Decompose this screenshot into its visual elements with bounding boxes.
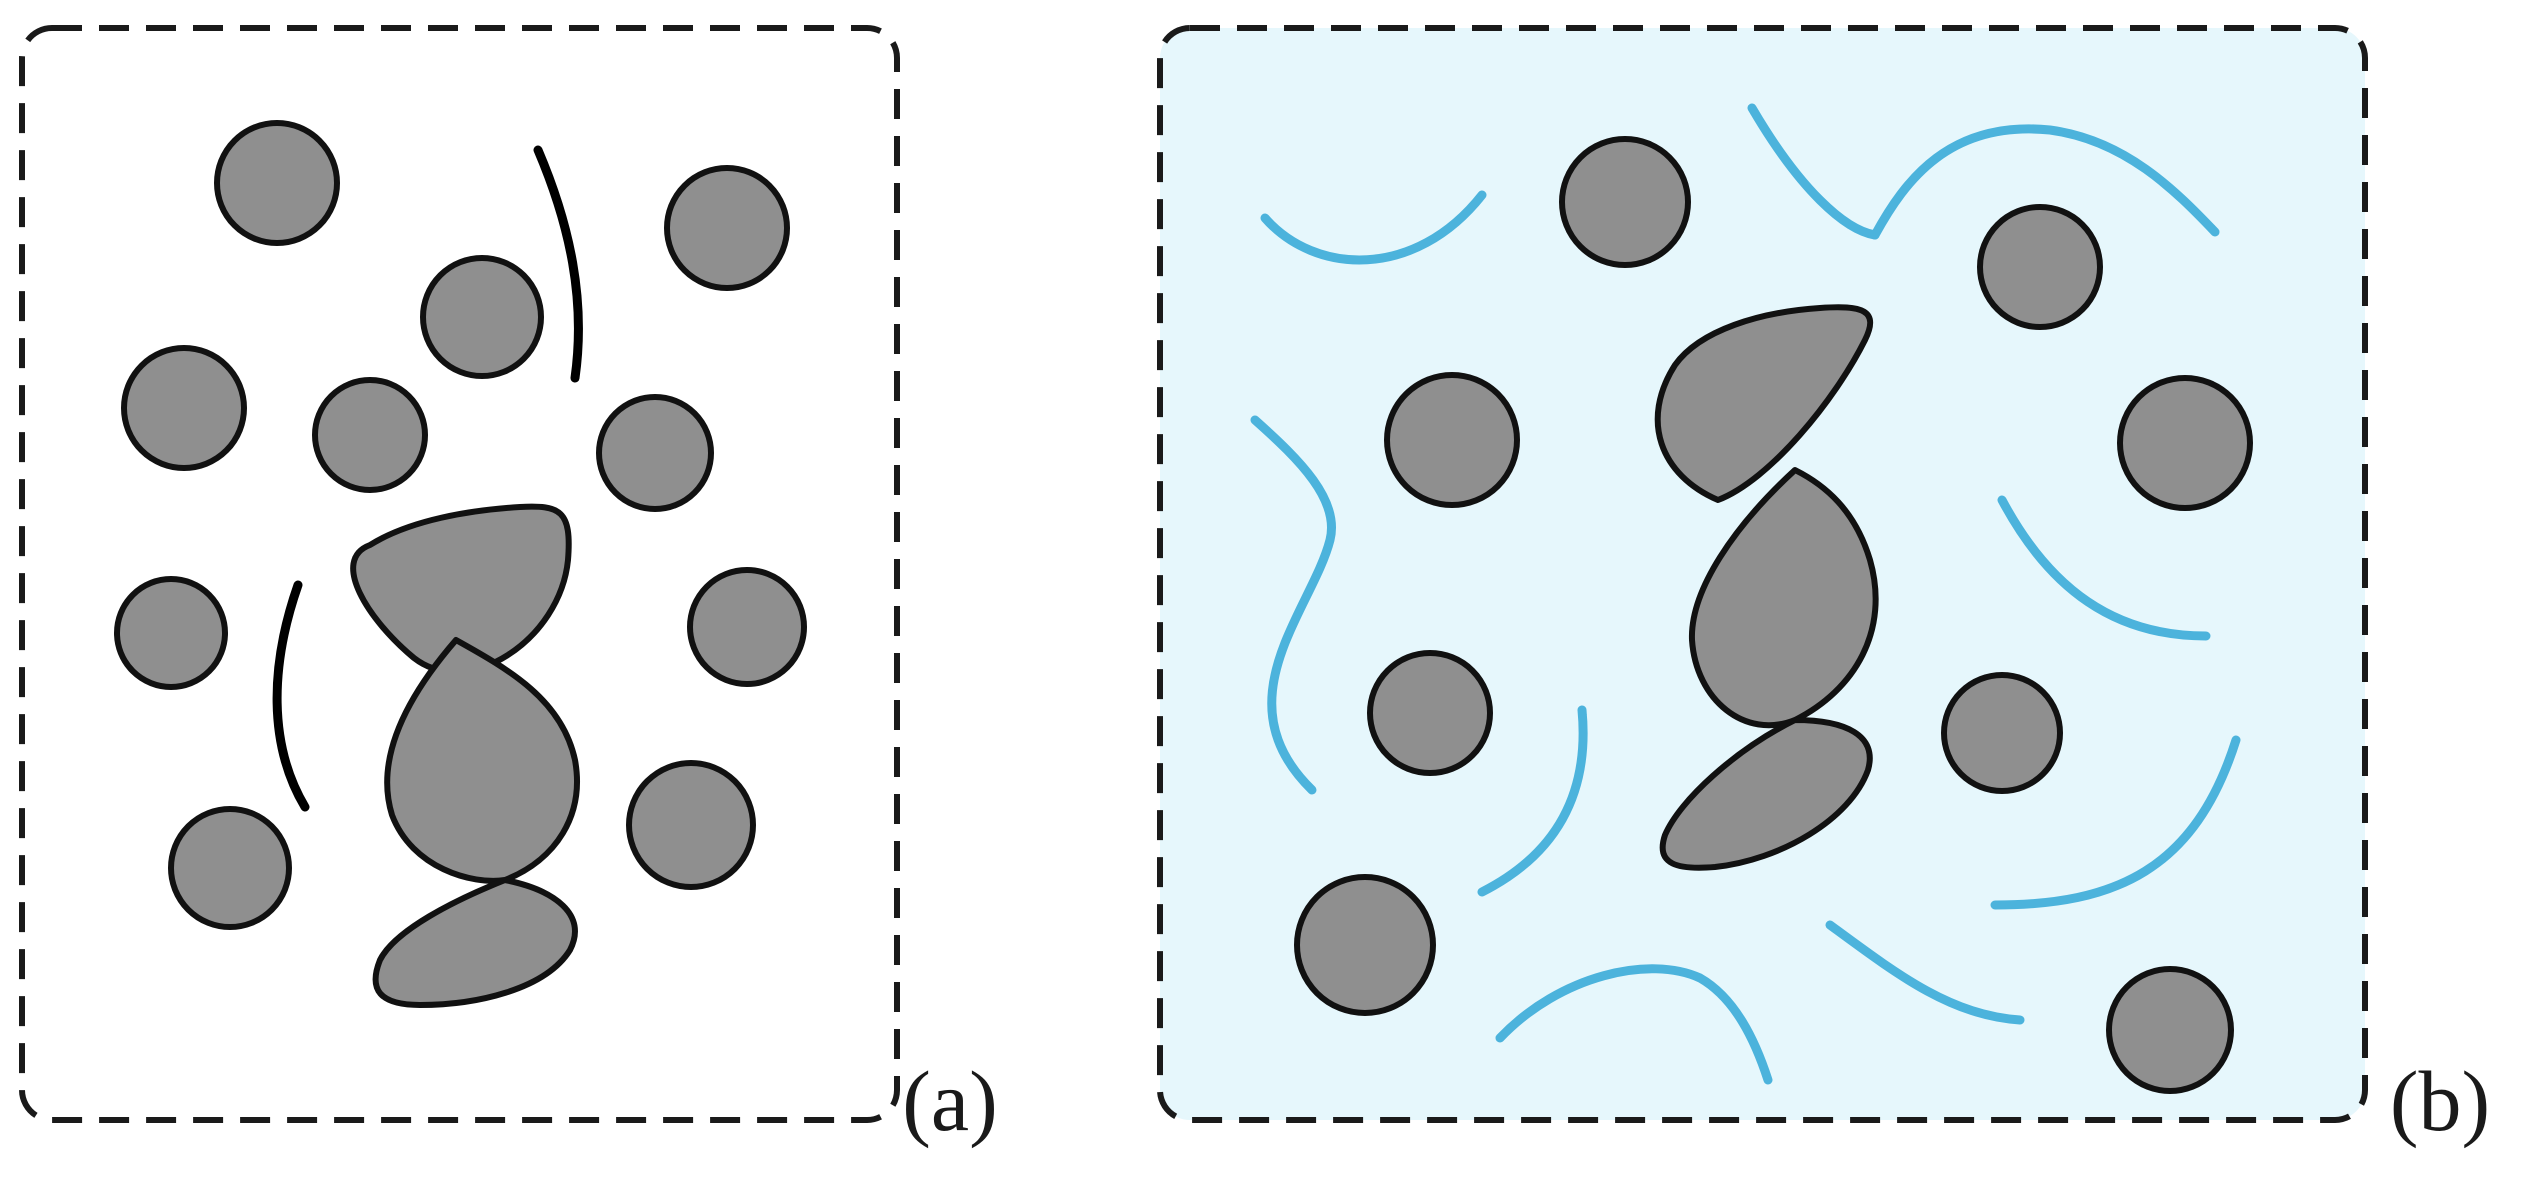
panel-a-twisted-polymer bbox=[350, 503, 580, 1008]
particle bbox=[687, 567, 807, 687]
particle bbox=[2106, 966, 2234, 1094]
particle bbox=[1367, 650, 1493, 776]
arrow bbox=[1997, 495, 2211, 641]
arrow bbox=[272, 580, 310, 812]
panel-b: (b) bbox=[1157, 25, 2490, 1149]
particle bbox=[114, 576, 228, 690]
arrow bbox=[1250, 415, 1336, 795]
particle bbox=[1941, 672, 2063, 794]
arrow bbox=[1870, 124, 2220, 240]
panel-a-arrows bbox=[272, 145, 583, 812]
particle bbox=[1559, 136, 1691, 268]
particle bbox=[312, 377, 428, 493]
panel-a-label: (a) bbox=[902, 1053, 997, 1149]
particle bbox=[664, 165, 790, 291]
panel-a: (a) bbox=[19, 25, 998, 1149]
particle bbox=[1977, 204, 2103, 330]
arrow bbox=[1495, 964, 1773, 1085]
panel-b-arrows bbox=[1250, 103, 2241, 1085]
particle bbox=[121, 345, 247, 471]
arrow bbox=[533, 145, 583, 383]
particle bbox=[626, 760, 756, 890]
polymer-lobe bbox=[1654, 304, 1874, 503]
panel-a-particles bbox=[114, 120, 807, 930]
particle bbox=[596, 394, 714, 512]
panel-b-particles bbox=[1294, 136, 2253, 1094]
polymer-lobe bbox=[350, 503, 572, 675]
polymer-lobe bbox=[372, 877, 578, 1008]
arrow bbox=[1477, 705, 1588, 897]
panel-b-label: (b) bbox=[2390, 1053, 2490, 1149]
particle bbox=[1294, 874, 1436, 1016]
particle bbox=[214, 120, 340, 246]
arrow bbox=[1990, 735, 2241, 910]
arrow bbox=[1825, 920, 2025, 1025]
arrow bbox=[1747, 103, 1880, 240]
arrow bbox=[1260, 190, 1487, 265]
polymer-lobe bbox=[1659, 717, 1873, 871]
particle bbox=[168, 806, 292, 930]
particle bbox=[2117, 375, 2253, 511]
particle bbox=[1384, 372, 1520, 508]
particle bbox=[420, 255, 544, 379]
panel-b-twisted-polymer bbox=[1654, 304, 1879, 871]
